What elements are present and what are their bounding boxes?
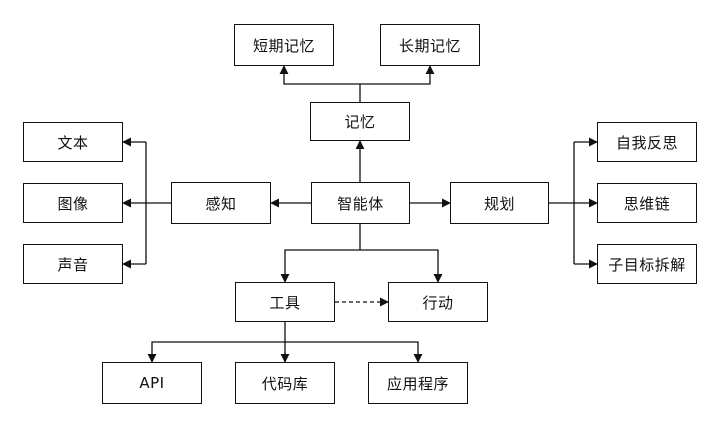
node-memory: 记忆: [310, 102, 410, 141]
node-planning: 规划: [450, 182, 549, 224]
edge-tools-branch-right: [285, 341, 423, 363]
node-subgoal-decomposition: 子目标拆解: [597, 244, 697, 284]
node-image: 图像: [23, 183, 123, 223]
node-agent: 智能体: [311, 182, 410, 224]
edge-to-long-term-memory: [360, 65, 435, 85]
node-audio: 声音: [23, 244, 123, 284]
edge-to-tools: [280, 249, 360, 283]
node-perception: 感知: [171, 182, 271, 224]
node-application: 应用程序: [368, 362, 468, 404]
edge-tools-branch: [147, 341, 285, 363]
node-text: 文本: [23, 122, 123, 162]
edge-to-short-term-memory: [279, 65, 360, 85]
node-short-term-memory: 短期记忆: [234, 24, 334, 66]
node-code-library: 代码库: [235, 362, 335, 404]
node-api: API: [102, 362, 202, 404]
node-tools: 工具: [235, 282, 335, 322]
node-long-term-memory: 长期记忆: [380, 24, 480, 66]
node-chain-of-thought: 思维链: [597, 183, 697, 223]
node-action: 行动: [388, 282, 488, 322]
node-self-reflection: 自我反思: [597, 122, 697, 162]
edge-to-action: [360, 249, 443, 283]
